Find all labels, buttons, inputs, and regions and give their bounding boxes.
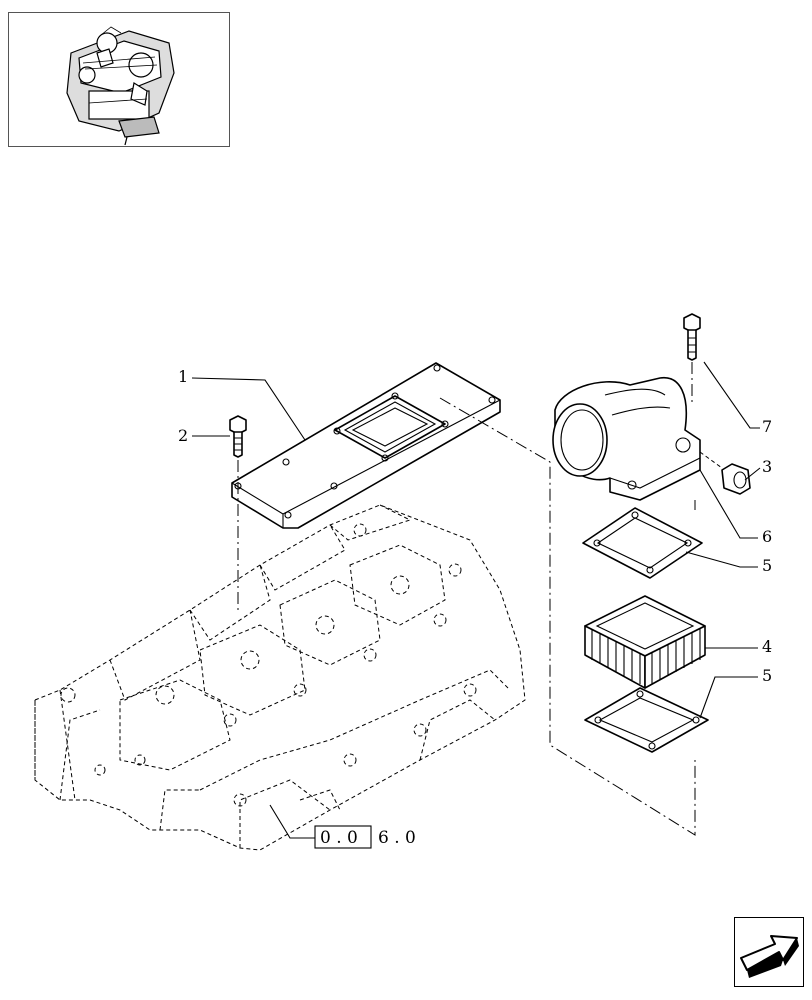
part-4-spacer [584, 595, 706, 689]
callout-7: 7 [762, 417, 772, 436]
section-reference[interactable]: 0 . 0 6 . 0 [314, 825, 416, 849]
callout-4: 4 [762, 637, 772, 656]
callout-1: 1 [178, 367, 188, 386]
reference-rest-part: 6 . 0 [378, 828, 416, 848]
callout-2: 2 [178, 426, 188, 445]
engine-thumbnail [8, 12, 230, 147]
next-page-arrow-icon [740, 935, 799, 978]
part-5-gasket-upper [582, 507, 703, 579]
reference-boxed-part: 0 . 0 [320, 828, 358, 848]
part-5-gasket-lower [584, 687, 709, 753]
next-page-button[interactable] [734, 917, 804, 987]
cylinder-head-outline [34, 504, 526, 851]
callout-6: 6 [762, 527, 772, 546]
part-3-plug [699, 451, 751, 495]
part-6-elbow [552, 377, 701, 501]
engine-thumbnail-icon [66, 26, 175, 146]
part-7-screw [683, 313, 701, 361]
callout-3: 3 [762, 457, 772, 476]
leader-lines [191, 361, 761, 839]
part-1-cover-plate [231, 362, 501, 529]
part-2-screw [229, 415, 247, 458]
assembly-lines [237, 362, 696, 836]
callout-5-lower: 5 [762, 666, 772, 685]
callout-5-upper: 5 [762, 556, 772, 575]
